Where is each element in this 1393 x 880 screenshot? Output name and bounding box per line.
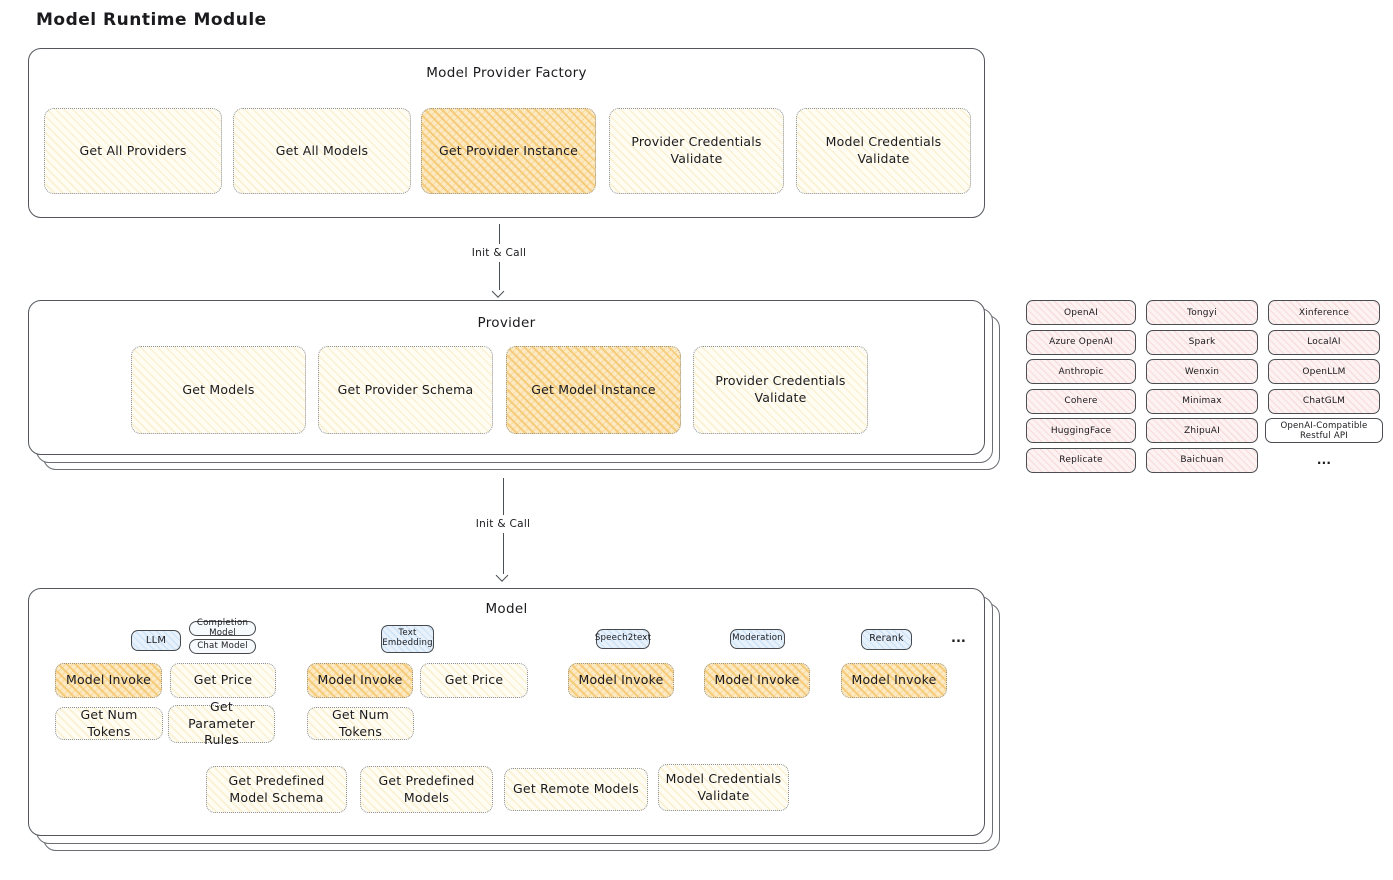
node-moderation-model-invoke: Model Invoke [704, 663, 810, 698]
node-model-credentials-validate-2: Model Credentials Validate [658, 764, 789, 811]
node-llm-get-parameter-rules: Get Parameter Rules [168, 699, 275, 747]
provider-anthropic: Anthropic [1026, 359, 1136, 384]
provider-localai: LocalAI [1268, 329, 1380, 355]
provider-zhipuai: ZhipuAI [1146, 418, 1258, 443]
provider-azure-openai: Azure OpenAI [1026, 329, 1136, 355]
provider-cohere: Cohere [1026, 388, 1136, 414]
node-get-models: Get Models [131, 346, 306, 434]
provider-openai: OpenAI [1026, 300, 1136, 325]
node-speech2text-model-invoke: Model Invoke [568, 663, 674, 698]
init-call-label-1: Init & Call [467, 244, 531, 262]
node-text-embedding-model-invoke: Model Invoke [307, 663, 413, 698]
node-llm-model-invoke: Model Invoke [55, 663, 162, 698]
node-llm-get-num-tokens: Get Num Tokens [55, 707, 163, 740]
model-tags-ellipsis: ... [951, 631, 966, 646]
provider-list-ellipsis: ... [1316, 453, 1332, 467]
init-call-label-2: Init & Call [471, 515, 535, 533]
provider-tongyi: Tongyi [1146, 300, 1258, 325]
node-get-predefined-models: Get Predefined Models [360, 766, 493, 813]
model-stack-front: Model LLM Completion Model Chat Model Te… [28, 588, 985, 836]
node-get-provider-schema: Get Provider Schema [318, 346, 493, 434]
node-get-provider-instance: Get Provider Instance [421, 108, 596, 194]
node-model-credentials-validate: Model Credentials Validate [796, 108, 971, 194]
factory-box: Model Provider Factory Get All Providers… [28, 48, 985, 218]
tag-moderation: Moderation [730, 629, 785, 649]
provider-grid-col-2: Tongyi Spark Wenxin Minimax ZhipuAI Baic… [1146, 300, 1258, 473]
provider-name-grid: OpenAI Azure OpenAI Anthropic Cohere Hug… [1026, 300, 1383, 473]
provider-box: Provider Get Models Get Provider Schema … [28, 300, 1000, 470]
provider-openllm: OpenLLM [1268, 359, 1380, 384]
provider-grid-col-3: Xinference LocalAI OpenLLM ChatGLM OpenA… [1265, 300, 1383, 473]
node-rerank-model-invoke: Model Invoke [841, 663, 947, 698]
provider-wenxin: Wenxin [1146, 359, 1258, 384]
init-call-arrow-2: Init & Call [471, 478, 535, 582]
node-get-predefined-model-schema: Get Predefined Model Schema [206, 766, 347, 813]
arrow-head-icon [495, 569, 509, 582]
tag-text-embedding: Text Embedding [381, 625, 434, 653]
node-text-embedding-get-price: Get Price [420, 663, 528, 698]
node-get-model-instance: Get Model Instance [506, 346, 681, 434]
provider-openai-compatible: OpenAI-Compatible Restful API [1265, 418, 1383, 443]
node-get-all-models: Get All Models [233, 108, 411, 194]
tag-rerank: Rerank [861, 629, 912, 650]
node-provider-credentials-validate-2: Provider Credentials Validate [693, 346, 868, 434]
node-get-all-providers: Get All Providers [44, 108, 222, 194]
node-llm-get-price: Get Price [170, 663, 276, 698]
provider-chatglm: ChatGLM [1268, 388, 1380, 414]
model-title: Model [485, 601, 528, 617]
provider-huggingface: HuggingFace [1026, 418, 1136, 443]
node-provider-credentials-validate: Provider Credentials Validate [609, 108, 784, 194]
factory-title: Model Provider Factory [426, 65, 587, 81]
arrow-head-icon [491, 285, 505, 298]
provider-stack-front: Provider Get Models Get Provider Schema … [28, 300, 985, 455]
provider-spark: Spark [1146, 329, 1258, 355]
provider-minimax: Minimax [1146, 388, 1258, 414]
provider-xinference: Xinference [1268, 300, 1380, 325]
tag-chat-model: Chat Model [189, 639, 256, 654]
page-title: Model Runtime Module [36, 10, 267, 30]
provider-replicate: Replicate [1026, 447, 1136, 473]
node-get-remote-models: Get Remote Models [504, 768, 648, 811]
init-call-arrow-1: Init & Call [467, 224, 531, 298]
node-text-embedding-get-num-tokens: Get Num Tokens [307, 707, 414, 740]
provider-baichuan: Baichuan [1146, 447, 1258, 473]
tag-completion-model: Completion Model [189, 618, 256, 637]
tag-llm: LLM [131, 630, 181, 651]
model-box: Model LLM Completion Model Chat Model Te… [28, 588, 1000, 851]
provider-title: Provider [477, 315, 536, 331]
tag-speech2text: Speech2text [595, 629, 651, 649]
provider-grid-col-1: OpenAI Azure OpenAI Anthropic Cohere Hug… [1026, 300, 1136, 473]
